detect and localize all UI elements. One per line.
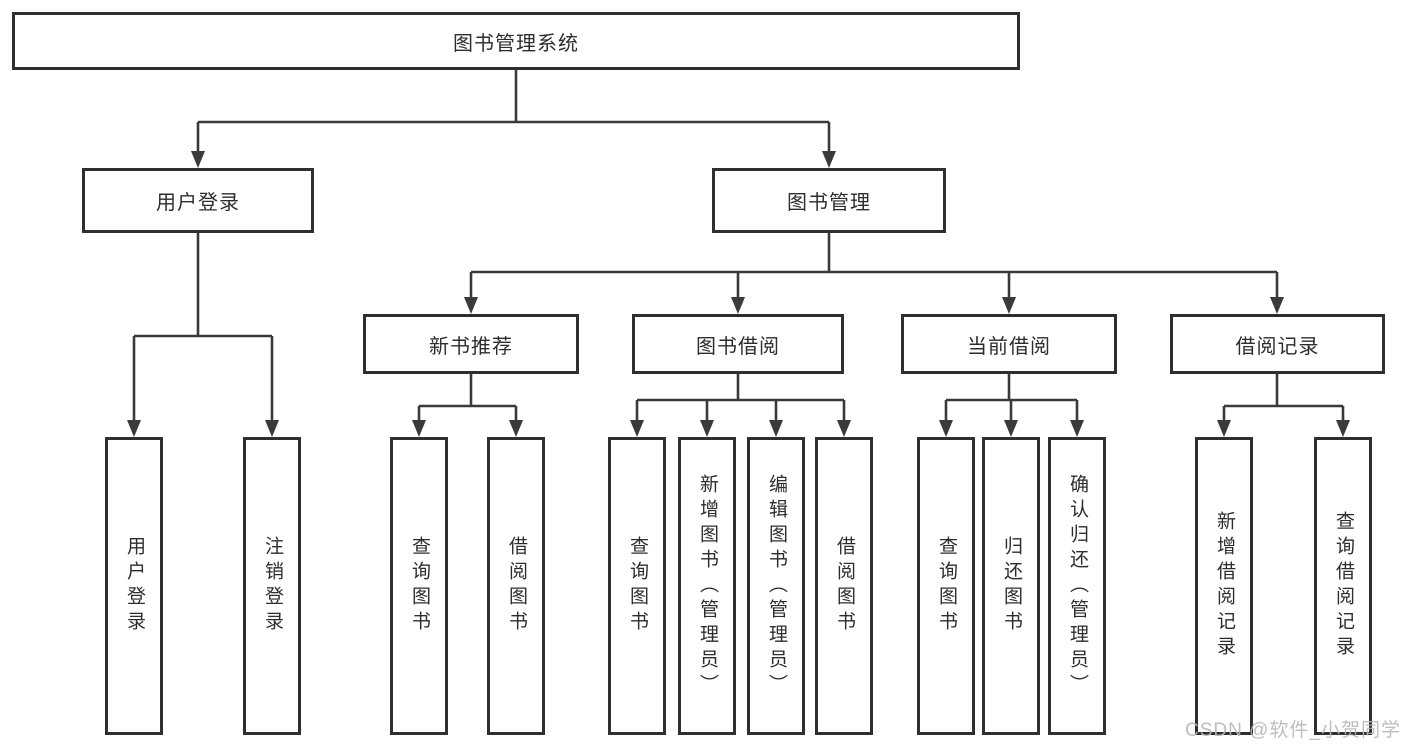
node-new-book-rec-label: 新书推荐	[429, 335, 513, 358]
node-user-login: 用户登录	[82, 168, 314, 233]
node-borrow-record: 借阅记录	[1170, 314, 1385, 374]
node-current-borrow-label: 当前借阅	[967, 335, 1051, 358]
leaf-return-books: 归还图书	[982, 437, 1040, 735]
leaf-query-borrow-record-label: 查询借阅记录	[1333, 511, 1354, 661]
node-borrow-record-label: 借阅记录	[1235, 335, 1320, 358]
node-root: 图书管理系统	[12, 12, 1020, 70]
node-root-label: 图书管理系统	[453, 32, 579, 55]
leaf-query-books-current: 查询图书	[917, 437, 975, 735]
leaf-query-books-borrow-label: 查询图书	[627, 536, 648, 636]
leaf-borrow-books-label: 借阅图书	[834, 536, 855, 636]
node-book-borrow: 图书借阅	[632, 314, 844, 374]
leaf-logout: 注销登录	[243, 437, 301, 735]
leaf-return-books-label: 归还图书	[1001, 536, 1022, 636]
leaf-confirm-return-admin-label: 确认归还（管理员）	[1067, 473, 1088, 699]
node-book-mgmt-label: 图书管理	[787, 192, 871, 214]
leaf-confirm-return-admin: 确认归还（管理员）	[1048, 437, 1106, 735]
node-book-mgmt: 图书管理	[712, 168, 946, 233]
leaf-query-books-rec: 查询图书	[390, 437, 448, 735]
node-user-login-label: 用户登录	[156, 192, 240, 214]
leaf-borrow-books-rec: 借阅图书	[487, 437, 545, 735]
node-new-book-rec: 新书推荐	[363, 314, 579, 374]
leaf-add-borrow-record: 新增借阅记录	[1195, 437, 1253, 735]
leaf-user-login: 用户登录	[105, 437, 163, 735]
leaf-user-login-label: 用户登录	[124, 536, 145, 636]
node-current-borrow: 当前借阅	[901, 314, 1117, 374]
leaf-edit-books-admin-label: 编辑图书（管理员）	[766, 473, 787, 699]
leaf-query-books-borrow: 查询图书	[608, 437, 666, 735]
csdn-watermark: CSDN @软件_小贺同学	[1185, 720, 1401, 741]
leaf-query-books-rec-label: 查询图书	[409, 536, 430, 636]
node-book-borrow-label: 图书借阅	[696, 335, 780, 358]
leaf-logout-label: 注销登录	[262, 536, 283, 636]
leaf-add-books-admin-label: 新增图书（管理员）	[697, 473, 718, 699]
leaf-edit-books-admin: 编辑图书（管理员）	[747, 437, 805, 735]
leaf-query-books-current-label: 查询图书	[936, 536, 957, 636]
leaf-add-borrow-record-label: 新增借阅记录	[1214, 511, 1235, 661]
leaf-query-borrow-record: 查询借阅记录	[1314, 437, 1372, 735]
leaf-add-books-admin: 新增图书（管理员）	[678, 437, 736, 735]
leaf-borrow-books: 借阅图书	[815, 437, 873, 735]
leaf-borrow-books-rec-label: 借阅图书	[506, 536, 527, 636]
